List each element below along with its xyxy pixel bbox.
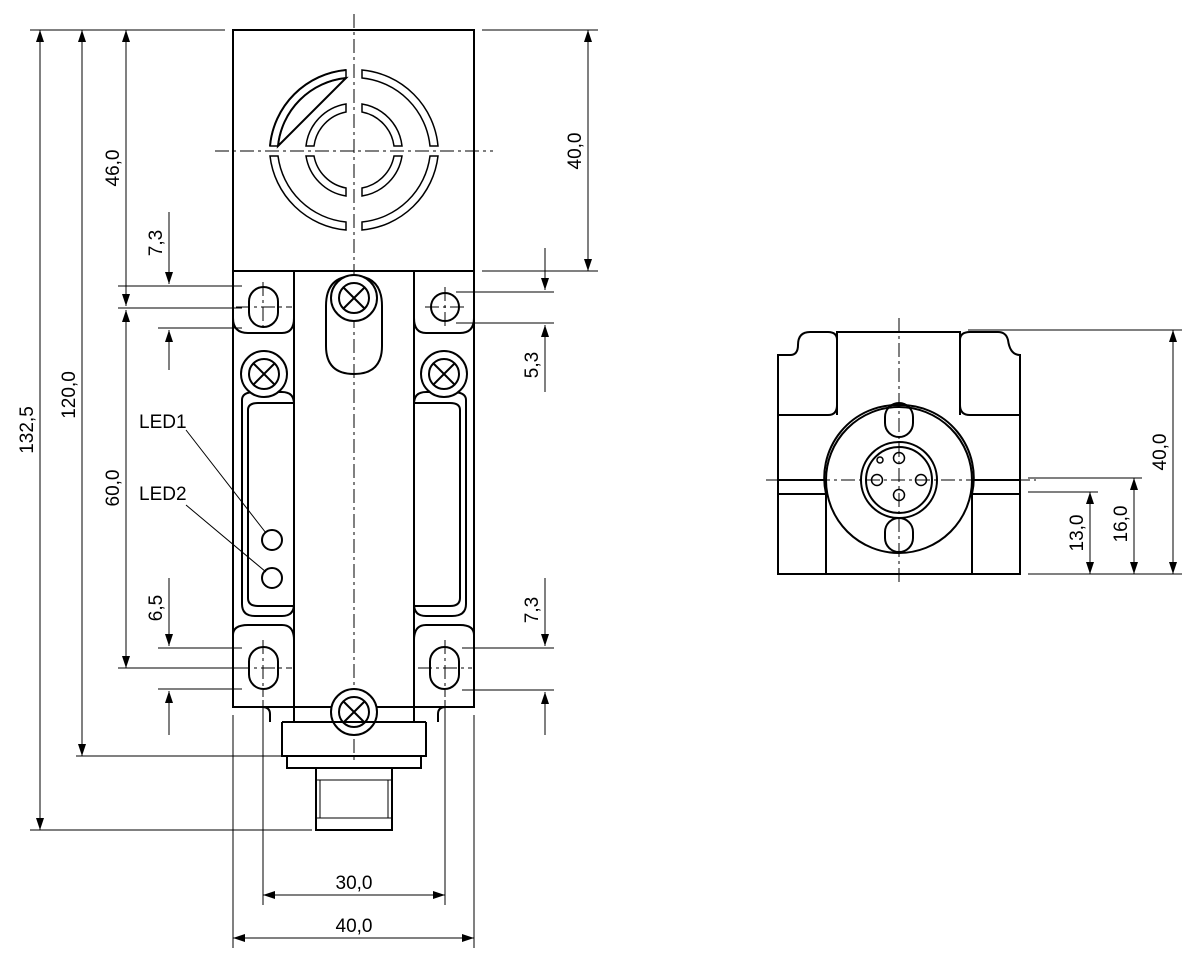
screw-icon — [330, 274, 378, 322]
led1-label: LED1 — [139, 412, 187, 433]
led1-indicator — [261, 529, 283, 551]
dim-overall-width: 40,0 — [336, 916, 373, 937]
m12-connector — [315, 767, 393, 831]
side-view: 40,0 16,0 13,0 — [766, 318, 1182, 586]
dim-head-height: 46,0 — [103, 150, 124, 187]
front-view: LED1 LED2 — [17, 14, 598, 948]
dim-hole-spacing: 30,0 — [336, 873, 373, 894]
dim-connector-offset: 13,0 — [1067, 515, 1088, 552]
dim-bottom-hole-offset: 6,5 — [146, 595, 167, 621]
dim-right-bottom-offset: 7,3 — [522, 597, 543, 623]
led2-indicator — [261, 567, 283, 589]
dim-length-housing: 120,0 — [59, 371, 80, 419]
led2-label: LED2 — [139, 484, 187, 505]
sensing-face-symbol — [269, 69, 439, 231]
screw-icon — [330, 688, 378, 736]
screw-icon — [420, 350, 468, 398]
dim-hole-pitch: 60,0 — [103, 470, 124, 507]
screw-icon — [240, 350, 288, 398]
dim-overall-length: 132,5 — [17, 406, 38, 454]
dim-side-height: 40,0 — [1150, 434, 1171, 471]
dim-head-height-right: 40,0 — [565, 133, 586, 170]
dim-right-top-offset: 5,3 — [522, 352, 543, 378]
dim-top-hole-offset: 7,3 — [146, 230, 167, 256]
dim-connector-center: 16,0 — [1111, 506, 1132, 543]
